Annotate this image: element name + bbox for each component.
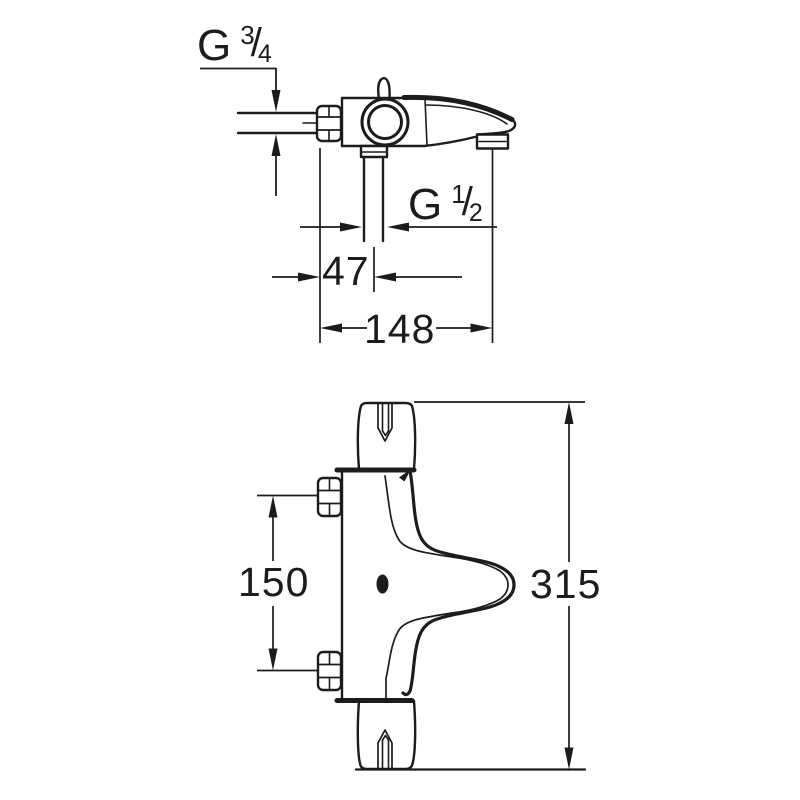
thread-letter: G: [408, 180, 443, 229]
dimension-label-150: 150: [238, 559, 310, 605]
thread-numerator: 1: [451, 179, 466, 209]
flow-arrow: [399, 469, 411, 482]
top-view: [200, 67, 517, 343]
down-pipe: [359, 144, 389, 243]
thread-slash: /: [461, 180, 473, 224]
spout-top: [401, 94, 517, 148]
dimension-line-315: [414, 401, 585, 770]
diverter-knob-mark: [376, 574, 389, 594]
thread-denominator: 2: [468, 199, 483, 227]
dimension-line-148: [320, 323, 493, 333]
spout-outlet: [475, 133, 510, 150]
dimension-line-47: [272, 272, 462, 282]
g34-leader-line: [200, 67, 281, 196]
dimension-label-47: 47: [322, 248, 370, 294]
spout-profile: [376, 469, 516, 701]
bottom-handle: [354, 699, 587, 771]
inlet-pipe: [236, 111, 319, 135]
top-handle: [356, 401, 417, 471]
body-side: [334, 467, 417, 703]
dimension-label-315: 315: [530, 561, 602, 607]
dimension-label-148: 148: [364, 306, 436, 352]
side-view: [257, 401, 587, 771]
thermostat-knob: [360, 76, 410, 147]
hex-nut-upper: [316, 476, 343, 518]
hex-nut-lower: [316, 650, 343, 692]
g12-dimension-line: [300, 222, 497, 232]
extension-lines-top-view: [319, 148, 494, 343]
thread-numerator: 3: [240, 20, 255, 50]
dimension-line-150: [257, 494, 318, 672]
thread-denominator: 4: [257, 40, 272, 68]
thread-letter: G: [197, 21, 232, 70]
inlet-hex-nut: [315, 104, 343, 143]
thread-slash: /: [250, 21, 262, 65]
